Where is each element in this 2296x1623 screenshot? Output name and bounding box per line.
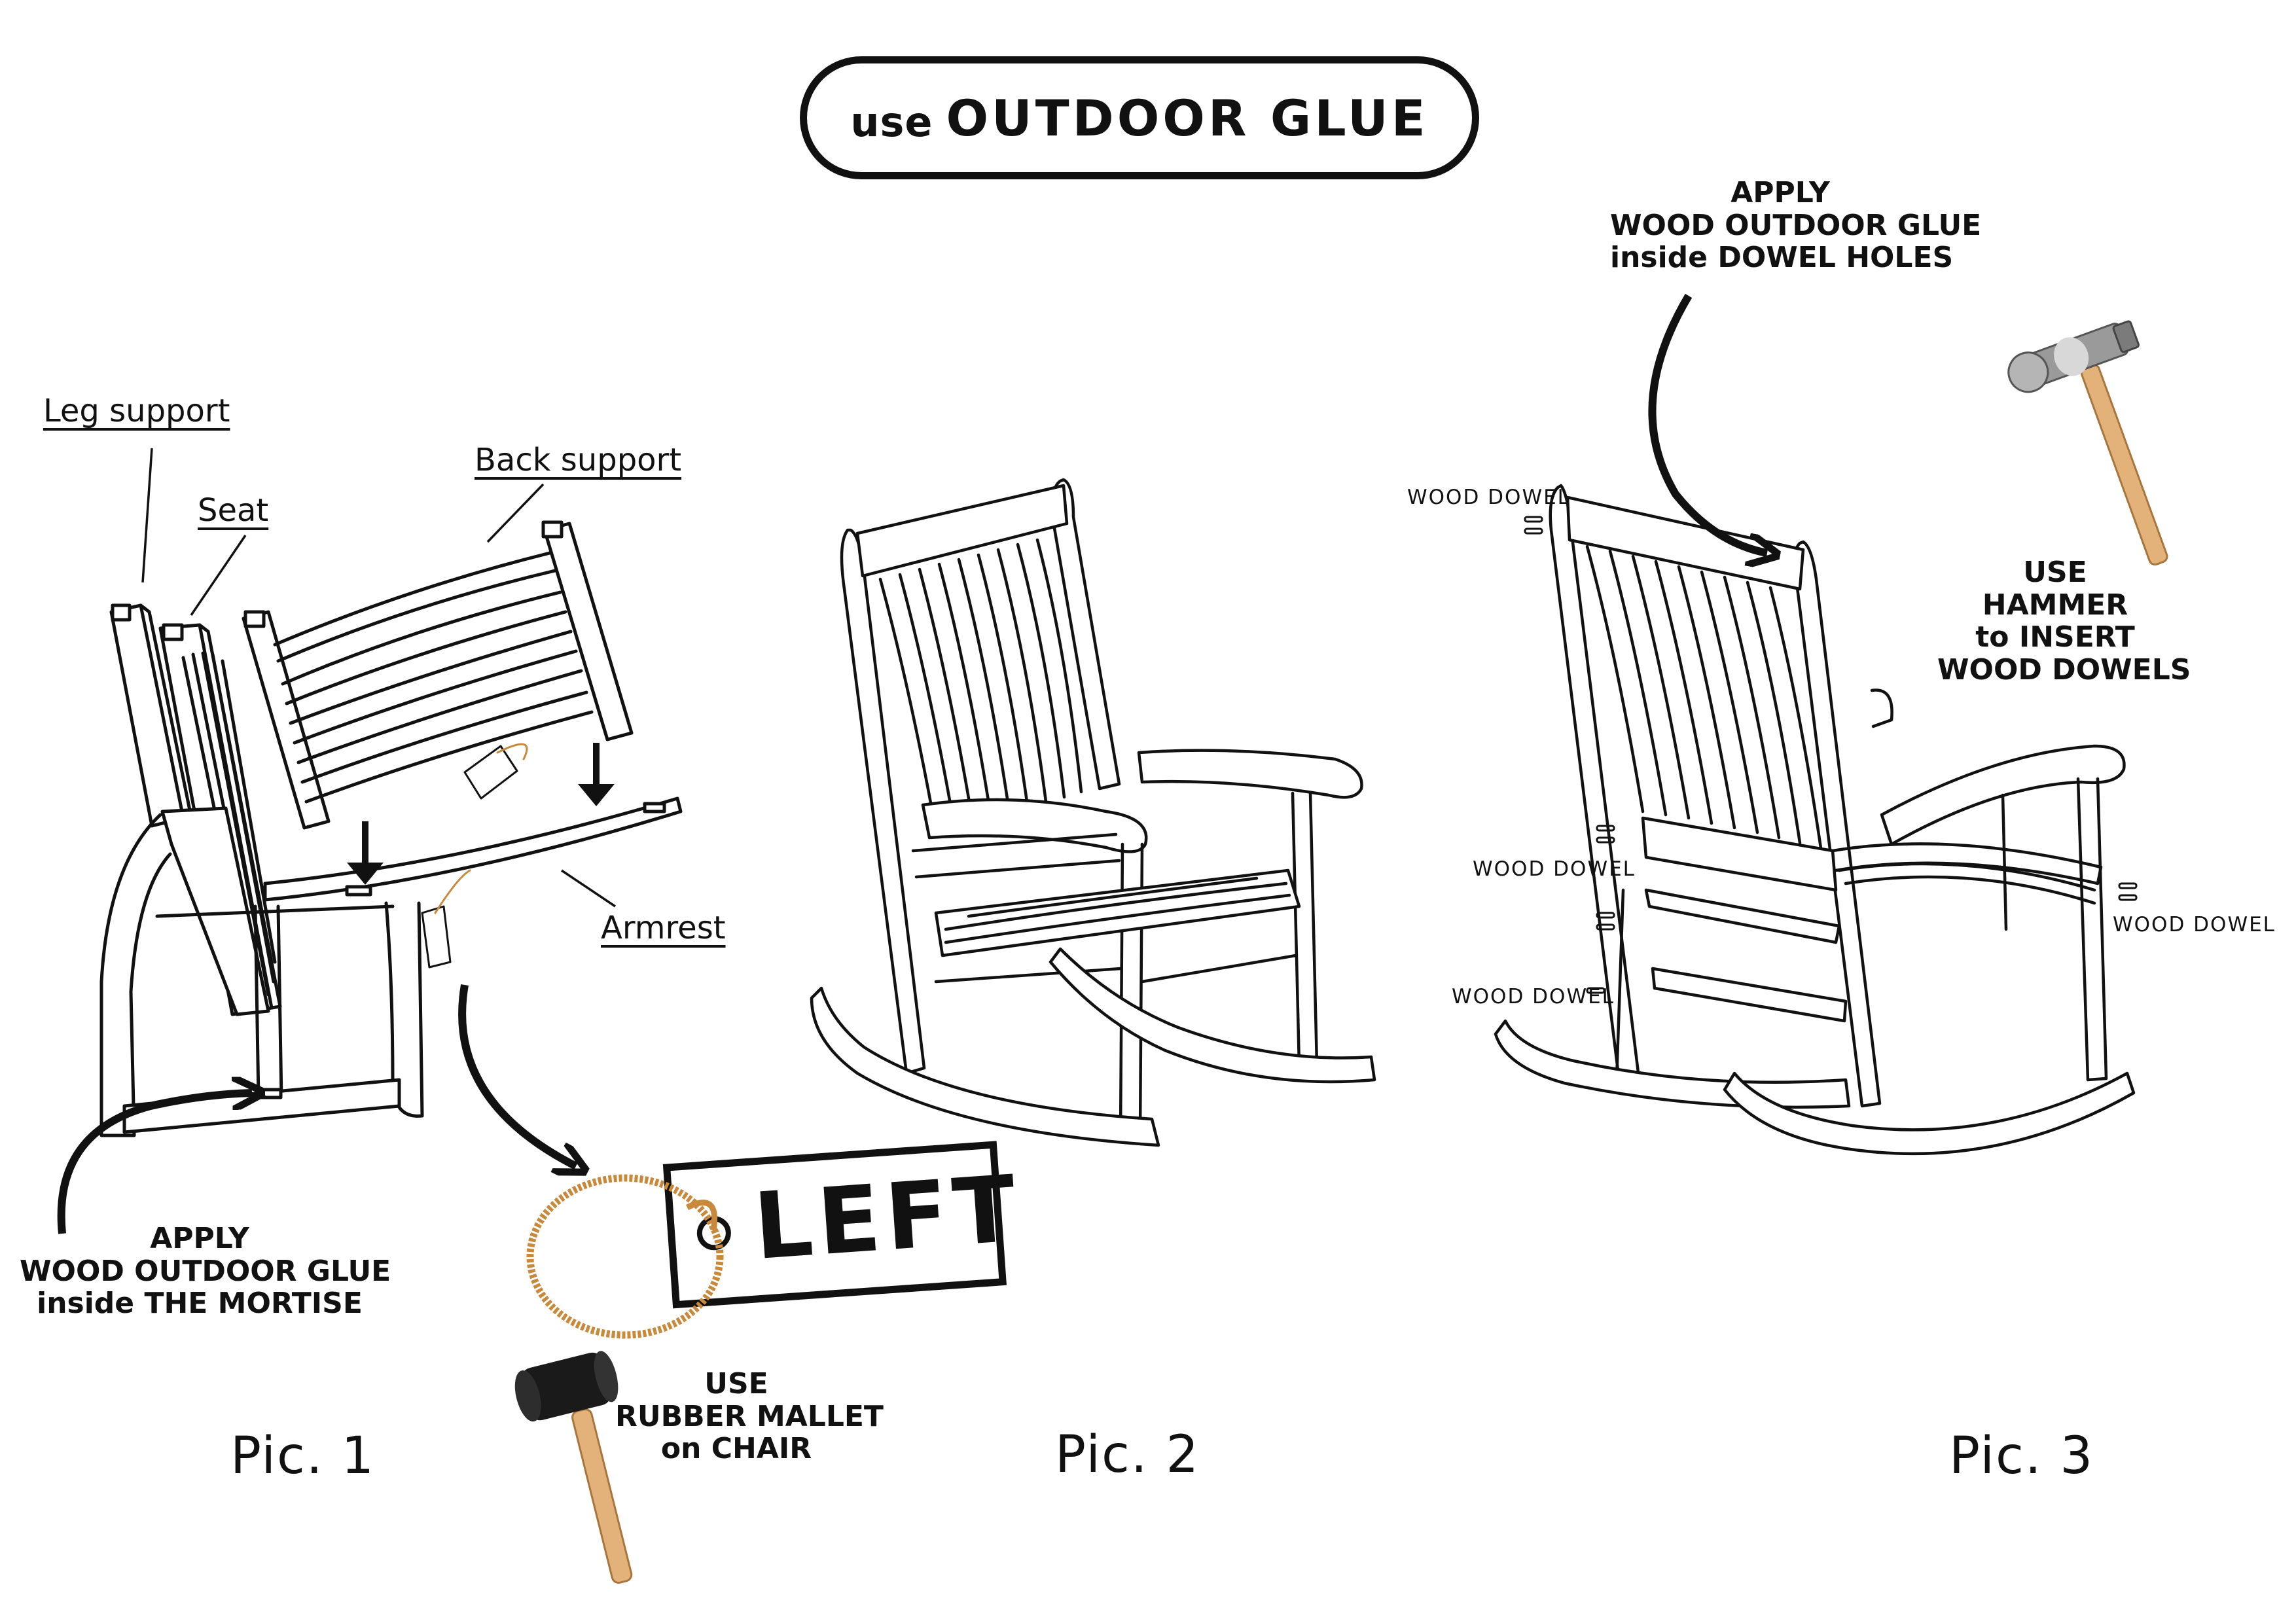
- note-line: inside THE MORTISE: [37, 1287, 363, 1321]
- mortise-glue-note: APPLY WOOD OUTDOOR GLUE inside THE MORTI…: [20, 1222, 391, 1321]
- back-support-part: [242, 520, 634, 830]
- caption-pic3: Pic. 3: [1949, 1427, 2094, 1486]
- label-armrest: Armrest: [601, 910, 726, 946]
- dowel-marks: [1524, 516, 2138, 994]
- pic1-leader-lines: [141, 448, 616, 908]
- note-line: USE: [2023, 556, 2087, 589]
- dowel-label-top: WOOD DOWEL: [1407, 486, 1570, 509]
- rope-loop: [526, 1174, 724, 1339]
- title-main: OUTDOOR GLUE: [946, 88, 1429, 147]
- dowel-label-bottom: WOOD DOWEL: [1452, 985, 1615, 1008]
- note-line: APPLY: [150, 1222, 249, 1255]
- insert-down-arrows: [347, 743, 615, 885]
- dowel-glue-note: APPLY WOOD OUTDOOR GLUE inside DOWEL HOL…: [1610, 176, 1982, 275]
- tag-arrow: [458, 984, 576, 1166]
- note-line: inside DOWEL HOLES: [1610, 241, 1954, 275]
- caption-pic1: Pic. 1: [230, 1427, 376, 1486]
- title-prefix: use: [850, 98, 933, 146]
- note-line: to INSERT: [1975, 620, 2135, 654]
- note-line: HAMMER: [1982, 588, 2128, 622]
- hammer-icon: [2007, 320, 2168, 566]
- dowel-glue-arrow: [1648, 293, 1767, 553]
- pic2-chair-drawing: [810, 478, 1376, 1147]
- caption-pic2: Pic. 2: [1055, 1425, 1200, 1484]
- note-line: APPLY: [1731, 176, 1830, 209]
- label-leg-support: Leg support: [43, 393, 230, 429]
- label-back-support: Back support: [475, 442, 682, 478]
- left-tag-text: LEFT: [750, 1155, 1025, 1281]
- mortise-arrow: [57, 1093, 252, 1234]
- seat-part: [158, 623, 282, 1016]
- note-line: WOOD OUTDOOR GLUE: [1610, 208, 1982, 242]
- pic1-chair-drawing: [99, 520, 683, 1137]
- dowel-label-middle: WOOD DOWEL: [1473, 857, 1636, 881]
- label-seat: Seat: [198, 492, 269, 529]
- dowel-label-right: WOOD DOWEL: [2113, 913, 2276, 936]
- note-line: WOOD DOWELS: [1937, 653, 2191, 687]
- note-line: USE: [704, 1367, 768, 1400]
- pic3-chair-drawing: [1494, 484, 2138, 1156]
- leg-support-part: [109, 603, 193, 828]
- rubber-mallet-icon: [514, 1351, 633, 1584]
- title-banner: use OUTDOOR GLUE: [800, 56, 1479, 179]
- hammer-note: USE HAMMER to INSERT WOOD DOWELS: [1937, 556, 2191, 687]
- note-line: on CHAIR: [660, 1432, 812, 1466]
- note-line: WOOD OUTDOOR GLUE: [20, 1254, 391, 1288]
- mallet-note: USE RUBBER MALLET on CHAIR: [615, 1367, 884, 1466]
- note-line: RUBBER MALLET: [615, 1399, 884, 1433]
- left-tag: [526, 1141, 1007, 1339]
